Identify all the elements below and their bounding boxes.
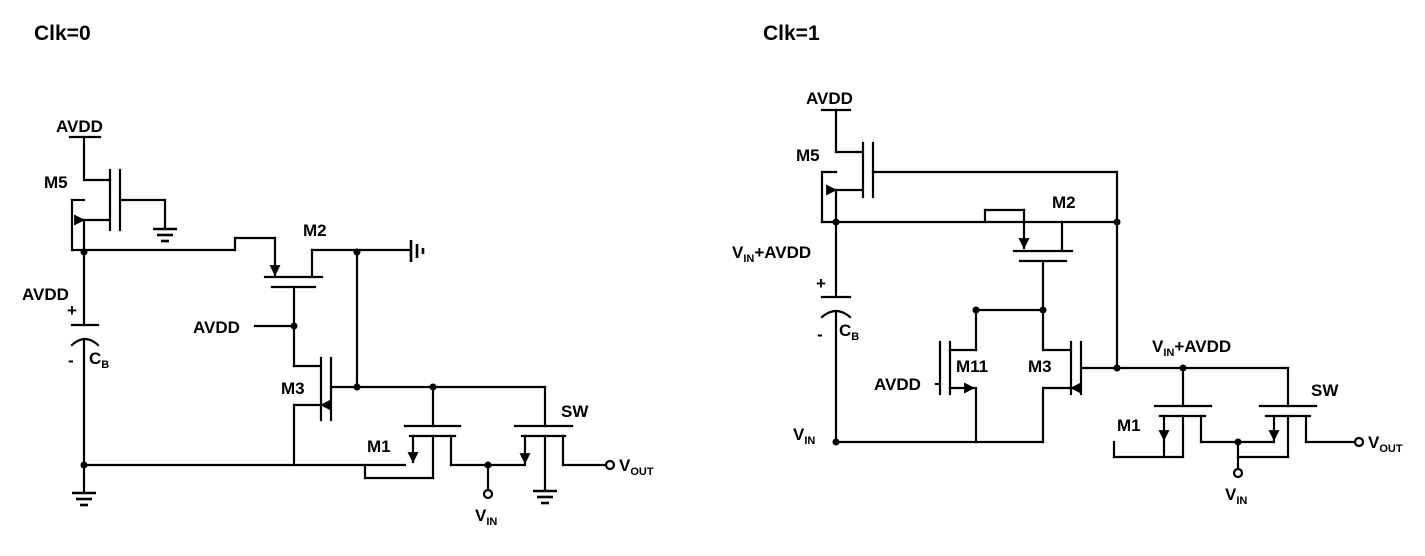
left-sw-ground — [533, 489, 557, 505]
left-m2-transistor — [233, 236, 412, 327]
right-vout-terminal — [1353, 436, 1365, 448]
left-cap-avdd-label: AVDD — [22, 285, 69, 304]
right-m3-transistor — [1041, 308, 1290, 444]
right-node-gate-bus-left — [1113, 364, 1121, 372]
right-capacitor-cb — [820, 220, 852, 444]
left-avdd-top-label: AVDD — [56, 117, 103, 136]
title-clk0: Clk=0 — [34, 22, 91, 45]
right-m5-transistor — [820, 108, 1119, 224]
left-vout-terminal — [604, 459, 616, 471]
left-m5-transistor — [68, 135, 167, 252]
left-m5-ground — [153, 227, 177, 243]
right-sw-label: SW — [1311, 381, 1339, 400]
right-vout-label: VOUT — [1368, 433, 1403, 455]
left-vin-terminal — [482, 488, 494, 500]
right-cb-label: CB — [839, 321, 859, 343]
right-m2-transistor — [983, 208, 1074, 312]
right-m5-label: M5 — [796, 146, 820, 165]
left-capacitor-cb — [70, 323, 100, 467]
right-m11-transistor — [934, 308, 978, 444]
left-m3-transistor — [292, 248, 359, 467]
right-m11-label: M11 — [956, 357, 988, 376]
right-m3-label: M3 — [1028, 357, 1052, 376]
left-cap-minus: - — [68, 351, 74, 370]
right-m1-transistor — [1112, 366, 1240, 459]
right-vin-left-label: VIN — [793, 425, 815, 447]
left-m1-label: M1 — [367, 437, 391, 456]
right-circuit: AVDD M5 M2 — [732, 89, 1403, 507]
left-vout-label: VOUT — [619, 456, 654, 478]
right-m1-label: M1 — [1117, 416, 1141, 435]
right-gate-avdd-label: AVDD — [874, 375, 921, 394]
left-sw-label: SW — [561, 402, 589, 421]
left-node-gate-bus-left — [353, 383, 361, 391]
left-m1-transistor — [363, 385, 490, 480]
left-node-top-rail — [80, 248, 88, 256]
right-sw-transistor — [1236, 366, 1357, 459]
left-cap-plus: + — [67, 301, 77, 320]
left-gate-avdd-label: AVDD — [193, 318, 240, 337]
left-sw-transistor — [486, 385, 608, 492]
left-cb-label: CB — [89, 349, 109, 371]
left-vin-label: VIN — [475, 506, 497, 528]
left-main-ground — [72, 491, 96, 507]
right-vin-bottom-label: VIN — [1225, 485, 1247, 507]
title-clk1: Clk=1 — [763, 22, 820, 45]
right-cap-minus: - — [817, 325, 823, 344]
right-avdd-top-label: AVDD — [806, 89, 853, 108]
right-m2-label: M2 — [1052, 193, 1076, 212]
left-m3-label: M3 — [281, 379, 305, 398]
right-cap-plus: + — [816, 274, 826, 293]
right-node-vin-avdd-label: VIN+AVDD — [1152, 337, 1231, 359]
left-m2-label: M2 — [303, 221, 327, 240]
right-vin-avdd-label: VIN+AVDD — [732, 243, 811, 265]
left-m5-label: M5 — [44, 173, 68, 192]
right-vin-bottom-terminal — [1232, 467, 1244, 479]
right-node-bottom-rail — [832, 438, 840, 446]
left-circuit: AVDD M5 M2 — [22, 117, 654, 528]
left-m2-ground — [409, 240, 425, 262]
